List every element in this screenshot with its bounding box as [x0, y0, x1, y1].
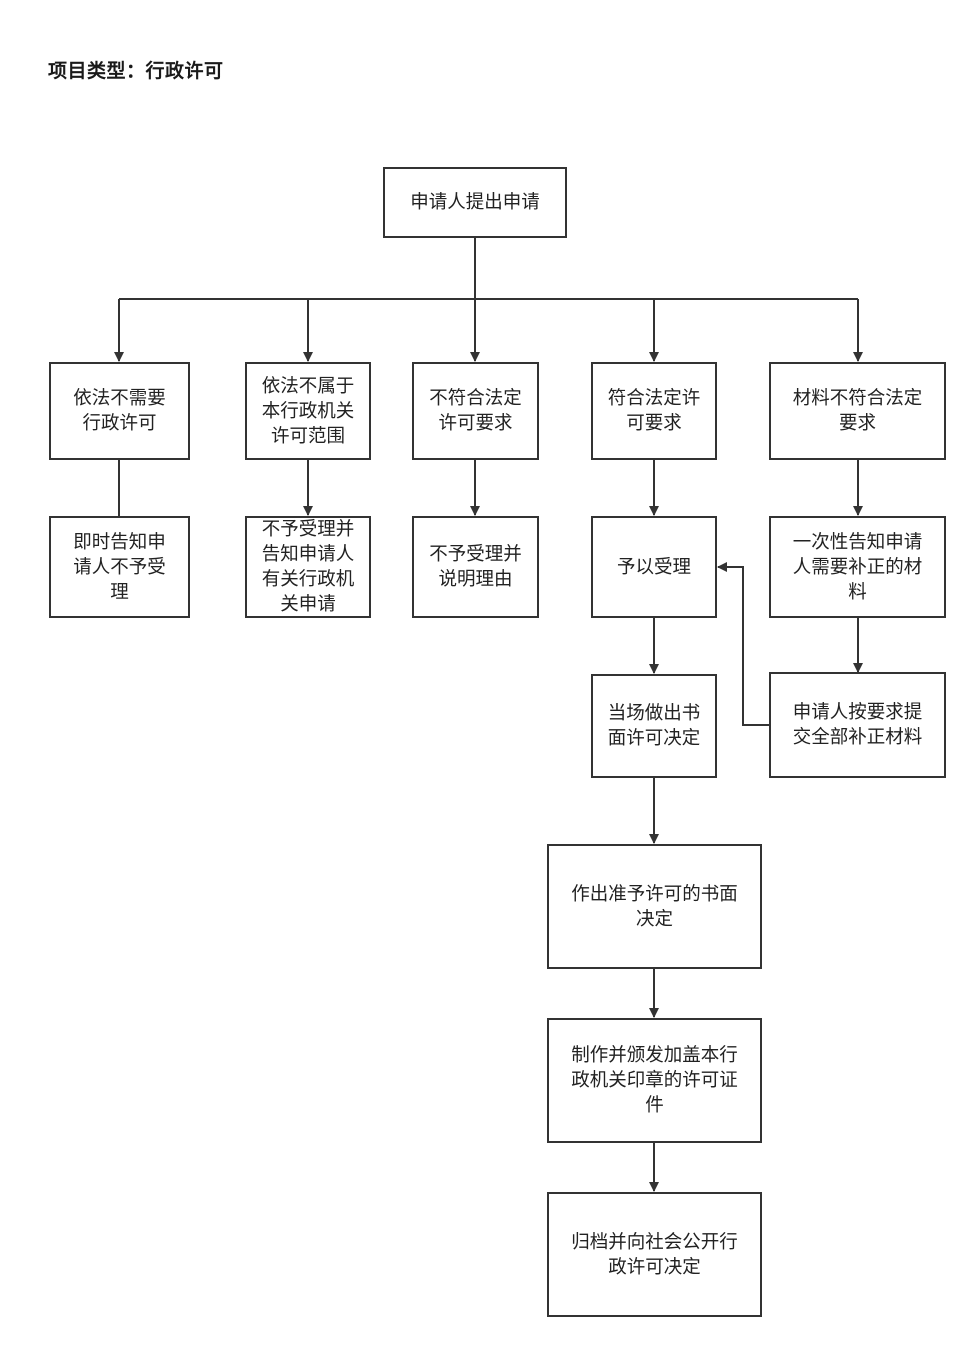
page-title: 项目类型：行政许可: [48, 60, 224, 82]
node-notify-supplement: 一次性告知申请人需要补正的材料: [769, 516, 946, 618]
node-resubmit-label: 申请人按要求提交全部补正材料: [792, 702, 923, 748]
node-reject-refer-agency: 不予受理并告知申请人有关行政机关申请: [245, 516, 371, 618]
node-issue-certificate-label: 制作并颁发加盖本行政机关印章的许可证件: [571, 1045, 738, 1116]
node-branch-not-compliant: 不符合法定许可要求: [412, 362, 539, 460]
node-reject-immediately-label: 即时告知申请人不予受理: [73, 531, 166, 603]
node-branch-5-label: 材料不符合法定要求: [792, 388, 923, 434]
node-branch-out-of-scope: 依法不属于本行政机关许可范围: [245, 362, 371, 460]
node-branch-4-label: 符合法定许可要求: [607, 388, 701, 434]
node-branch-1-label: 依法不需要行政许可: [73, 388, 166, 434]
node-reject-reason-label: 不予受理并说明理由: [429, 544, 522, 590]
node-approval-decision: 作出准予许可的书面决定: [547, 844, 762, 969]
node-branch-compliant: 符合法定许可要求: [591, 362, 717, 460]
node-start-label: 申请人提出申请: [410, 192, 540, 213]
node-branch-materials-insufficient: 材料不符合法定要求: [769, 362, 946, 460]
node-reject-with-reason: 不予受理并说明理由: [412, 516, 539, 618]
node-archive-publish: 归档并向社会公开行政许可决定: [547, 1192, 762, 1317]
node-branch-3-label: 不符合法定许可要求: [429, 388, 522, 434]
node-branch-no-license-needed: 依法不需要行政许可: [49, 362, 190, 460]
node-reject-immediately: 即时告知申请人不予受理: [49, 516, 190, 618]
node-branch-2-label: 依法不属于本行政机关许可范围: [261, 375, 355, 447]
node-resubmit-materials: 申请人按要求提交全部补正材料: [769, 672, 946, 778]
node-notify-supplement-label: 一次性告知申请人需要补正的材料: [792, 531, 923, 603]
node-issue-certificate: 制作并颁发加盖本行政机关印章的许可证件: [547, 1018, 762, 1143]
node-accept-label: 予以受理: [616, 556, 691, 578]
node-reject-refer-label: 不予受理并告知申请人有关行政机关申请: [261, 519, 355, 615]
node-on-site-decision: 当场做出书面许可决定: [591, 674, 717, 778]
arrow-resubmit-to-accept: [717, 562, 770, 726]
node-start-application: 申请人提出申请: [383, 167, 567, 238]
node-archive-publish-label: 归档并向社会公开行政许可决定: [571, 1231, 738, 1278]
node-on-site-decision-label: 当场做出书面许可决定: [607, 703, 701, 749]
node-accept: 予以受理: [591, 516, 717, 618]
node-approval-decision-label: 作出准予许可的书面决定: [571, 883, 738, 930]
